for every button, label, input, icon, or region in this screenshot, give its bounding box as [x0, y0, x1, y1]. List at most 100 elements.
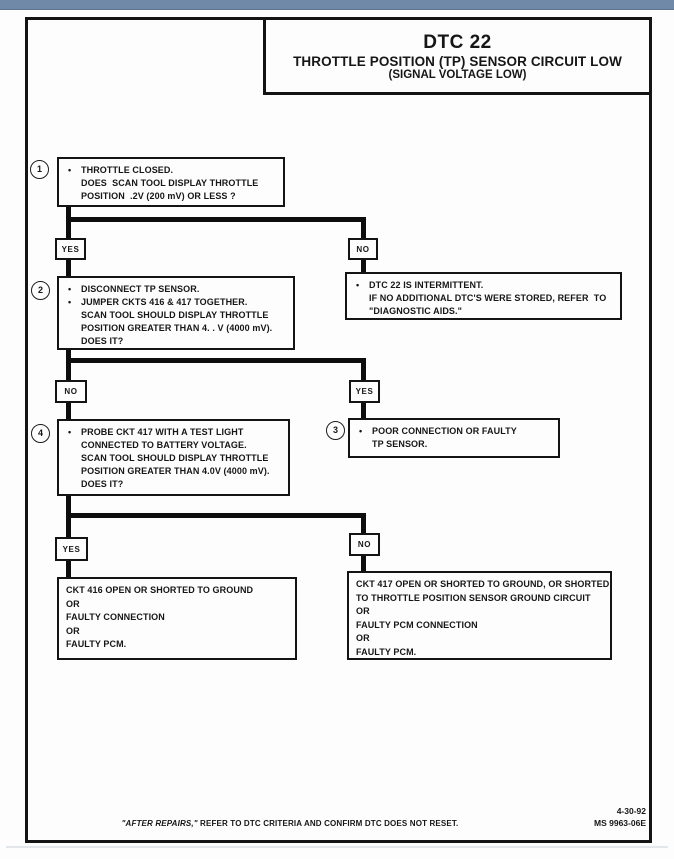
text-line: OR	[66, 625, 80, 636]
step-number-2: 2	[31, 281, 50, 300]
connector-line	[66, 494, 71, 517]
step-number-4: 4	[31, 424, 50, 443]
decision-yes-branch2: YES	[349, 380, 380, 403]
flow-box-step3: • POOR CONNECTION OR FAULTY TP SENSOR.	[348, 418, 560, 458]
text-line: OR	[356, 633, 370, 643]
text-line: • DTC 22 IS INTERMITTENT.	[356, 279, 615, 292]
step-number-1: 1	[30, 160, 49, 179]
footer-revision-block: 4-30-92 MS 9963-06E	[594, 805, 646, 829]
line-text: DTC 22 IS INTERMITTENT.	[369, 280, 484, 290]
bullet-marker: •	[359, 426, 363, 436]
text-line: DOES SCAN TOOL DISPLAY THROTTLE	[68, 177, 278, 190]
line-text: SCAN TOOL SHOULD DISPLAY THROTTLE	[81, 453, 269, 463]
line-text: DISCONNECT TP SENSOR.	[81, 284, 200, 294]
bullet-spacer	[68, 452, 81, 465]
bullet-marker: •	[68, 427, 72, 437]
footer-note-text: REFER TO DTC CRITERIA AND CONFIRM DTC DO…	[197, 819, 459, 828]
text-line: POSITION GREATER THAN 4.0V (4000 mV).	[68, 465, 283, 478]
text-line: • THROTTLE CLOSED.	[68, 164, 278, 177]
bullet-spacer	[68, 465, 81, 478]
text-line: FAULTY PCM.	[66, 639, 127, 649]
text-line: OR	[356, 606, 370, 616]
connector-line	[66, 515, 71, 539]
line-text: SCAN TOOL SHOULD DISPLAY THROTTLE	[81, 310, 269, 320]
connector-line	[66, 205, 71, 222]
text-line: CKT 417 OPEN OR SHORTED TO GROUND, OR SH…	[356, 579, 610, 589]
text-line: • PROBE CKT 417 WITH A TEST LIGHT	[68, 426, 283, 439]
connector-line	[66, 217, 366, 222]
text-line: POSITION .2V (200 mV) OR LESS ?	[68, 190, 278, 203]
bullet-spacer	[68, 335, 81, 348]
flow-box-result-ckt417: CKT 417 OPEN OR SHORTED TO GROUND, OR SH…	[347, 571, 612, 660]
bullet-spacer	[68, 177, 81, 190]
line-text: POSITION GREATER THAN 4. . V (4000 mV).	[81, 323, 273, 333]
line-text: CONNECTED TO BATTERY VOLTAGE.	[81, 440, 247, 450]
text-line: SCAN TOOL SHOULD DISPLAY THROTTLE	[68, 452, 283, 465]
dtc-code-title: DTC 22	[423, 32, 492, 53]
bullet-marker: •	[68, 284, 72, 294]
text-line: FAULTY PCM CONNECTION	[356, 619, 478, 630]
connector-line	[361, 401, 366, 420]
decision-no-branch1: NO	[348, 238, 378, 260]
page-top-band	[0, 0, 674, 10]
bullet-spacer	[68, 322, 81, 335]
footer-date: 4-30-92	[616, 806, 646, 816]
decision-yes-branch3: YES	[55, 537, 88, 561]
bullet-marker: •	[68, 165, 72, 175]
text-line: CKT 416 OPEN OR SHORTED TO GROUND	[66, 585, 254, 595]
flow-box-result-ckt416: CKT 416 OPEN OR SHORTED TO GROUND OR FAULT…	[57, 577, 297, 660]
line-text: POSITION .2V (200 mV) OR LESS ?	[81, 191, 236, 201]
decision-no-branch2: NO	[55, 380, 87, 403]
line-text: POOR CONNECTION OR FAULTY	[372, 426, 517, 436]
bullet-spacer	[68, 439, 81, 452]
connector-line	[66, 360, 71, 382]
line-text: DOES SCAN TOOL DISPLAY THROTTLE	[81, 178, 259, 188]
line-text: JUMPER CKTS 416 & 417 TOGETHER.	[81, 297, 248, 307]
text-line: FAULTY PCM.	[356, 646, 417, 657]
text-line: SCAN TOOL SHOULD DISPLAY THROTTLE	[68, 309, 288, 322]
text-line: • DISCONNECT TP SENSOR.	[68, 283, 288, 296]
bullet-spacer	[356, 292, 369, 305]
chart-subtitle: (SIGNAL VOLTAGE LOW)	[388, 69, 527, 81]
text-line: TP SENSOR.	[359, 438, 553, 451]
flow-box-step1: • THROTTLE CLOSED. DOES SCAN TOOL DISPLAY …	[57, 157, 285, 207]
line-text: "DIAGNOSTIC AIDS."	[369, 306, 463, 316]
line-text: PROBE CKT 417 WITH A TEST LIGHT	[81, 427, 244, 437]
text-line: TO THROTTLE POSITION SENSOR GROUND CIRCU…	[356, 592, 591, 603]
line-text: THROTTLE CLOSED.	[81, 165, 174, 175]
bullet-spacer	[356, 305, 369, 318]
connector-line	[66, 401, 71, 421]
text-line: "DIAGNOSTIC AIDS."	[356, 305, 615, 318]
connector-line	[66, 358, 366, 363]
line-text: POSITION GREATER THAN 4.0V (4000 mV).	[81, 466, 270, 476]
connector-line	[66, 348, 71, 362]
line-text: IF NO ADDITIONAL DTC'S WERE STORED, REFE…	[369, 293, 607, 303]
connector-line	[361, 515, 366, 535]
page-bottom-rule	[6, 846, 668, 848]
footer-note-italic: "AFTER REPAIRS,"	[121, 819, 198, 828]
bullet-spacer	[359, 438, 372, 451]
bullet-spacer	[68, 309, 81, 322]
decision-yes-branch1: YES	[55, 238, 86, 260]
connector-line	[66, 513, 366, 518]
text-line: • JUMPER CKTS 416 & 417 TOGETHER.	[68, 296, 288, 309]
bullet-marker: •	[356, 280, 360, 290]
chart-title-box: DTC 22 THROTTLE POSITION (TP) SENSOR CIR…	[263, 17, 652, 95]
connector-line	[66, 219, 71, 240]
step-number-3: 3	[326, 421, 345, 440]
connector-line	[66, 258, 71, 278]
connector-line	[361, 360, 366, 382]
text-line: DOES IT?	[68, 335, 288, 348]
bullet-marker: •	[68, 297, 72, 307]
connector-line	[361, 258, 366, 274]
connector-line	[66, 559, 71, 579]
line-text: DOES IT?	[81, 479, 124, 489]
text-line: CONNECTED TO BATTERY VOLTAGE.	[68, 439, 283, 452]
footer-note: "AFTER REPAIRS," REFER TO DTC CRITERIA A…	[95, 819, 485, 828]
text-line: IF NO ADDITIONAL DTC'S WERE STORED, REFE…	[356, 292, 615, 305]
text-line: FAULTY CONNECTION	[66, 612, 165, 622]
text-line: • POOR CONNECTION OR FAULTY	[359, 425, 553, 438]
text-line: OR	[66, 598, 80, 609]
text-line: POSITION GREATER THAN 4. . V (4000 mV).	[68, 322, 288, 335]
